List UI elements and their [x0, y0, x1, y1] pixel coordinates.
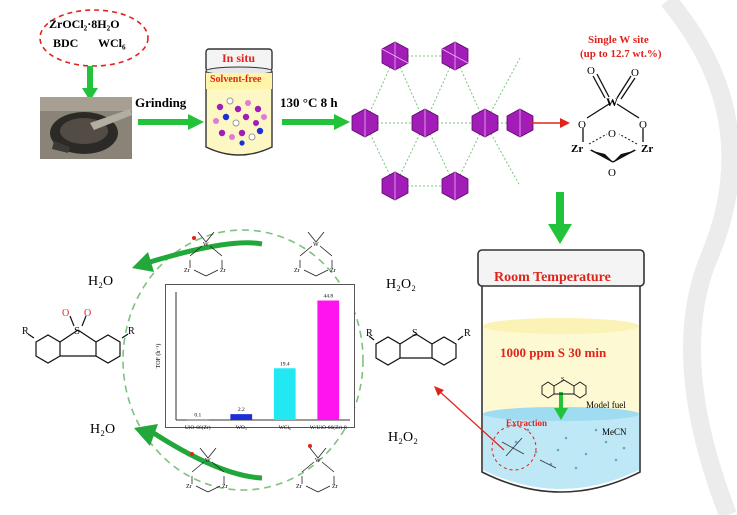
mof-framework	[351, 41, 534, 201]
reagent-zrocl2: ZrOCl₂·8H₂O	[49, 17, 120, 31]
svg-text:S: S	[561, 377, 564, 383]
mortar-photo	[40, 97, 132, 159]
w-site-structure: O O W O O O Zr Zr O	[571, 65, 653, 179]
x-tick-label-2: WCl₆	[279, 425, 291, 431]
site-loading: (up to 12.7 wt.%)	[580, 48, 662, 60]
reactor-conditions: 1000 ppm S 30 min	[500, 345, 607, 360]
svg-text:Zr: Zr	[220, 268, 226, 274]
dbt-s: S	[412, 328, 418, 339]
model-fuel-label: Model fuel	[586, 400, 626, 410]
intermediate-top-right: W Zr Zr	[294, 231, 336, 277]
reagent-bdc: BDC	[53, 36, 79, 50]
jar-title: In situ	[222, 51, 256, 65]
h2o2-bottom-label: H₂O₂	[388, 430, 418, 445]
svg-text:W: W	[313, 242, 319, 248]
site-atom-zr-left: Zr	[571, 143, 583, 155]
svg-text:Zr: Zr	[186, 484, 192, 490]
jar-subtitle: Solvent-free	[210, 74, 262, 85]
reagent-wcl6: WCl₆	[98, 36, 126, 50]
x-tick-label-1: WO₃	[236, 425, 247, 431]
watermark-arcs	[661, 0, 737, 515]
bar-value-label-0: 0.1	[194, 413, 201, 419]
arrow-down-icon	[548, 192, 572, 244]
molecule-o-left: O	[62, 308, 69, 319]
bar-0	[186, 419, 209, 421]
h2o2-top-label: H₂O₂	[386, 277, 416, 292]
reactor-dbt-molecule: S	[541, 377, 587, 399]
y-axis-label: TOF (h⁻¹)	[155, 344, 162, 369]
molecule-r-right: R	[128, 326, 135, 337]
intermediate-bottom-left: W Zr Zr	[186, 447, 228, 493]
arrow-down-icon	[82, 66, 98, 101]
svg-text:Zr: Zr	[222, 484, 228, 490]
arrow-right-icon	[138, 114, 204, 130]
mecn-label: MeCN	[602, 427, 627, 437]
site-title: Single W site	[588, 34, 649, 46]
svg-text:Zr: Zr	[294, 268, 300, 274]
reactor-vessel	[477, 249, 645, 493]
bar-value-label-2: 19.4	[280, 361, 290, 367]
dbt-r-left: R	[366, 328, 373, 339]
molecule-r-left: R	[22, 326, 29, 337]
intermediate-bottom-right: W Zr Zr	[296, 444, 338, 493]
site-atom-o-right: O	[639, 119, 647, 131]
bar-value-label-1: 2.2	[238, 407, 245, 413]
svg-text:W: W	[315, 458, 321, 464]
h2o-top-label: H₂O	[88, 274, 114, 289]
svg-text:Zr: Zr	[332, 484, 338, 490]
sulfone-molecule: S O O R R	[22, 308, 135, 364]
site-atom-o-mid: O	[608, 128, 616, 140]
x-tick-label-3: W/UiO-66(Zr)-8	[310, 424, 347, 431]
svg-text:Zr: Zr	[296, 484, 302, 490]
h2o-bottom-label: H₂O	[90, 422, 116, 437]
conditions-label: 130 °C 8 h	[280, 95, 338, 110]
arrow-right-icon	[282, 114, 350, 130]
site-atom-o-top2: O	[631, 67, 639, 79]
reaction-jar	[205, 48, 273, 156]
reactor-title: Room Temperature	[494, 270, 611, 285]
site-atom-o-left: O	[578, 119, 586, 131]
bar-1	[230, 414, 253, 420]
molecule-o-right: O	[84, 308, 91, 319]
intermediate-top-left: W Zr Zr	[184, 231, 226, 277]
x-tick-label-0: UiO-66(Zr)	[185, 424, 211, 431]
extraction-label: Extraction	[506, 418, 547, 428]
molecule-s-left: S	[74, 325, 80, 337]
svg-text:W: W	[205, 458, 211, 464]
reagent-ellipse	[39, 9, 149, 67]
svg-text:Zr: Zr	[330, 268, 336, 274]
svg-text:W: W	[203, 242, 209, 248]
svg-text:Zr: Zr	[184, 268, 190, 274]
dbt-molecule: S R R	[366, 328, 471, 366]
particles	[213, 97, 267, 146]
bar-2	[273, 368, 296, 420]
site-atom-o-top1: O	[587, 65, 595, 77]
zoom-arrow-icon	[530, 118, 570, 128]
extraction-arrow-icon	[434, 386, 505, 451]
grinding-label: Grinding	[135, 95, 187, 110]
bar-value-label-3: 44.8	[323, 294, 333, 300]
dbt-r-right: R	[464, 328, 471, 339]
site-atom-w: W	[606, 95, 618, 109]
site-atom-zr-right: Zr	[641, 143, 653, 155]
catalytic-cycle	[122, 229, 364, 491]
bar-3	[317, 300, 340, 420]
site-atom-o-bottom: O	[608, 167, 616, 179]
